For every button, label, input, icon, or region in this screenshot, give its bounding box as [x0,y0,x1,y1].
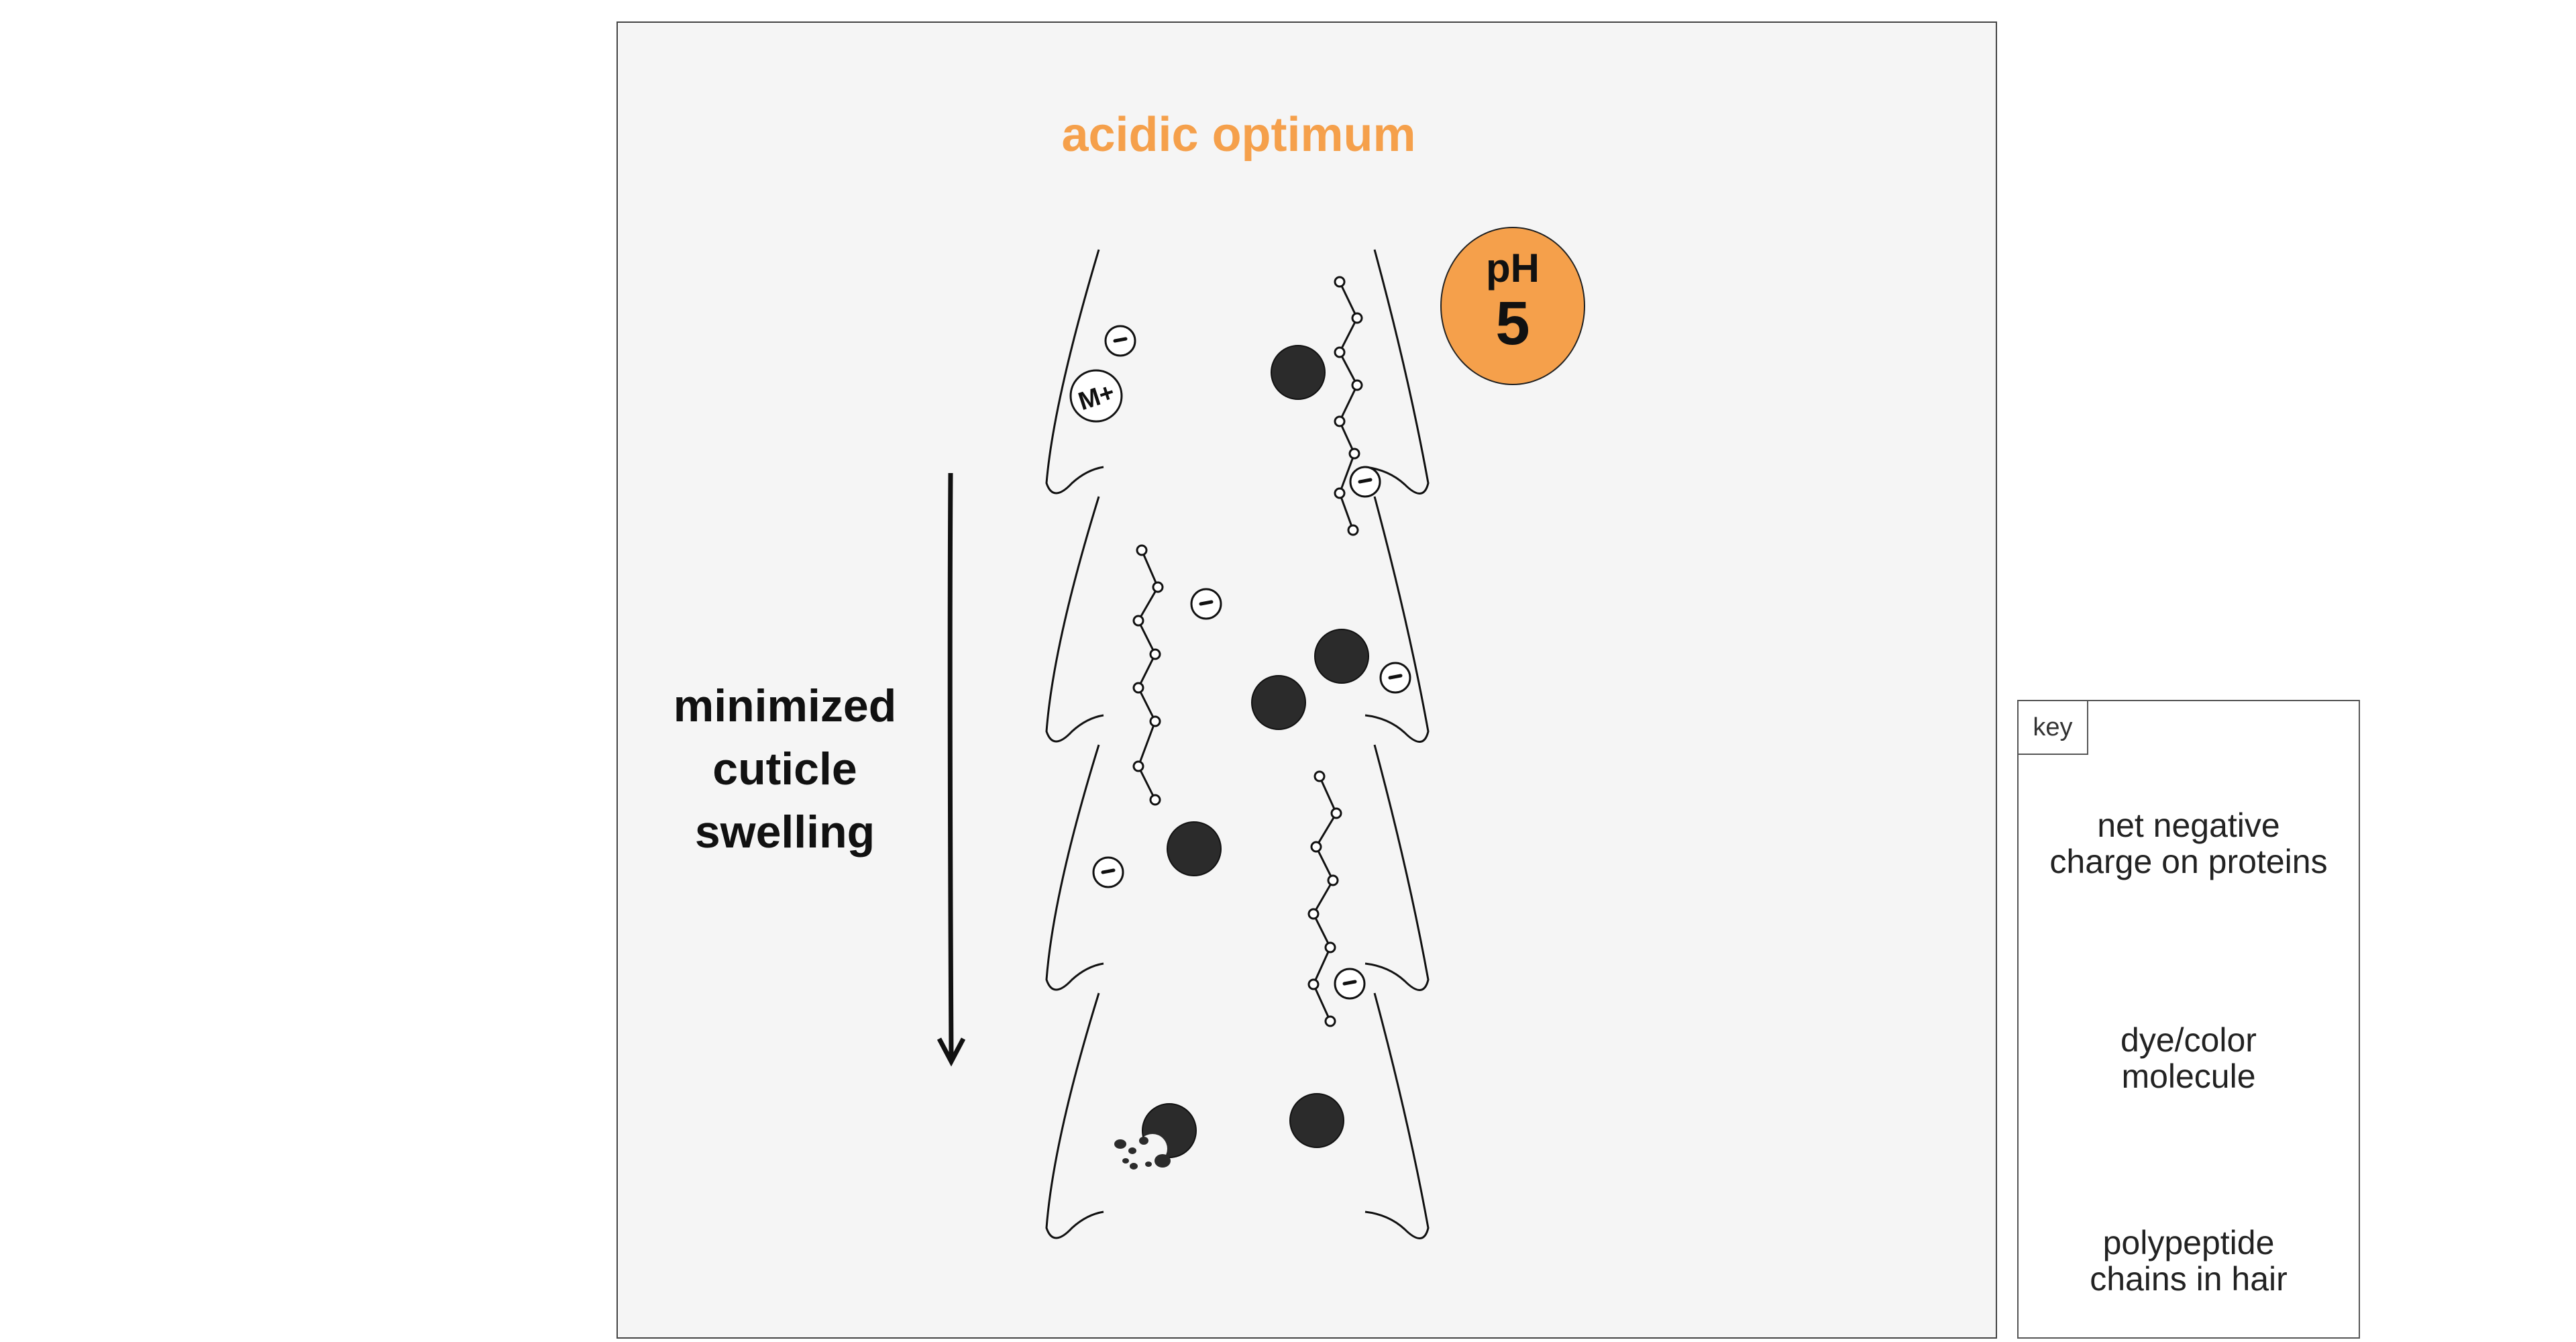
chain-node [1132,682,1144,694]
dye-molecule [1314,629,1369,684]
dye-fragment [1145,1162,1152,1167]
cuticle-scale-right [1364,249,1430,495]
chain-node [1334,346,1346,358]
dye-molecule [1289,1093,1344,1148]
minus-sign [1342,980,1357,986]
chain-node [1347,524,1359,536]
diagram-title: acidic optimum [1061,108,1416,162]
side-label: minimized cuticle swelling [644,674,926,864]
key-panel: key net negative charge on proteins dye/… [2017,700,2360,1339]
cuticle-scale-left [1045,744,1104,991]
key-label-line: charge on proteins [2049,843,2328,880]
minus-sign [1113,337,1128,343]
polypeptide-chain [1312,776,1338,1022]
key-negative-charge-label: net negative charge on proteins [2019,807,2359,880]
ph-label: pH [1486,246,1540,291]
metal-ion [1069,369,1123,423]
dye-molecule [1271,345,1326,400]
cuticle-scale-right [1364,496,1430,743]
minus-sign [1199,600,1214,606]
dye-molecule [1251,675,1306,730]
key-label-line: polypeptide [2102,1224,2275,1261]
chain-node [1324,1015,1336,1027]
dye-fragment [1128,1147,1136,1154]
chain-node [1307,908,1320,920]
dye-fragment [1130,1163,1138,1170]
polypeptide-chain [1137,550,1159,801]
arrow-head [936,1037,966,1067]
chain-node [1313,770,1326,782]
chain-node [1310,841,1322,853]
chain-node [1132,760,1144,772]
key-polypeptide-label: polypeptide chains in hair [2019,1225,2359,1297]
dye-molecule [1167,821,1222,876]
key-tab: key [2019,701,2088,755]
polypeptide-chain [1338,281,1358,531]
dye-fragment [1139,1137,1148,1145]
key-dye-label: dye/color molecule [2019,1022,2359,1094]
chain-node [1149,648,1161,660]
chain-node [1324,941,1336,953]
cuticle-scale-right [1364,744,1430,991]
key-label-line: molecule [2121,1057,2256,1095]
key-label-line: dye/color [2121,1021,2257,1059]
side-label-line-1: minimized [673,680,897,731]
cuticle-scale-left [1045,249,1104,495]
cuticle-scale-left [1045,496,1104,743]
dye-fragment [1155,1154,1171,1168]
chain-node [1136,544,1148,556]
chain-node [1152,581,1164,593]
minus-sign [1358,478,1373,484]
ph-badge: pH 5 [1440,227,1585,385]
chain-node [1149,794,1161,806]
chain-node [1334,415,1346,427]
cuticle-scale-right [1364,992,1430,1239]
key-label-line: net negative [2097,807,2280,844]
dye-fragment [1122,1158,1129,1164]
chain-node [1149,715,1161,727]
minus-sign [1101,868,1116,874]
chain-node [1351,312,1363,324]
cuticle-scale-left [1045,992,1104,1239]
down-arrow [947,472,954,1057]
dye-fragment [1114,1139,1126,1149]
chain-node [1348,448,1360,460]
minus-sign [1388,674,1403,680]
key-label-line: chains in hair [2090,1260,2288,1298]
chain-node [1334,487,1346,499]
chain-node [1334,276,1346,288]
chain-node [1132,615,1144,627]
side-label-line-3: swelling [694,807,875,858]
ph-value: 5 [1495,289,1530,358]
chain-node [1307,978,1320,990]
chain-node [1327,874,1339,886]
chain-node [1330,807,1342,819]
side-label-line-2: cuticle [712,743,857,794]
chain-node [1351,379,1363,391]
